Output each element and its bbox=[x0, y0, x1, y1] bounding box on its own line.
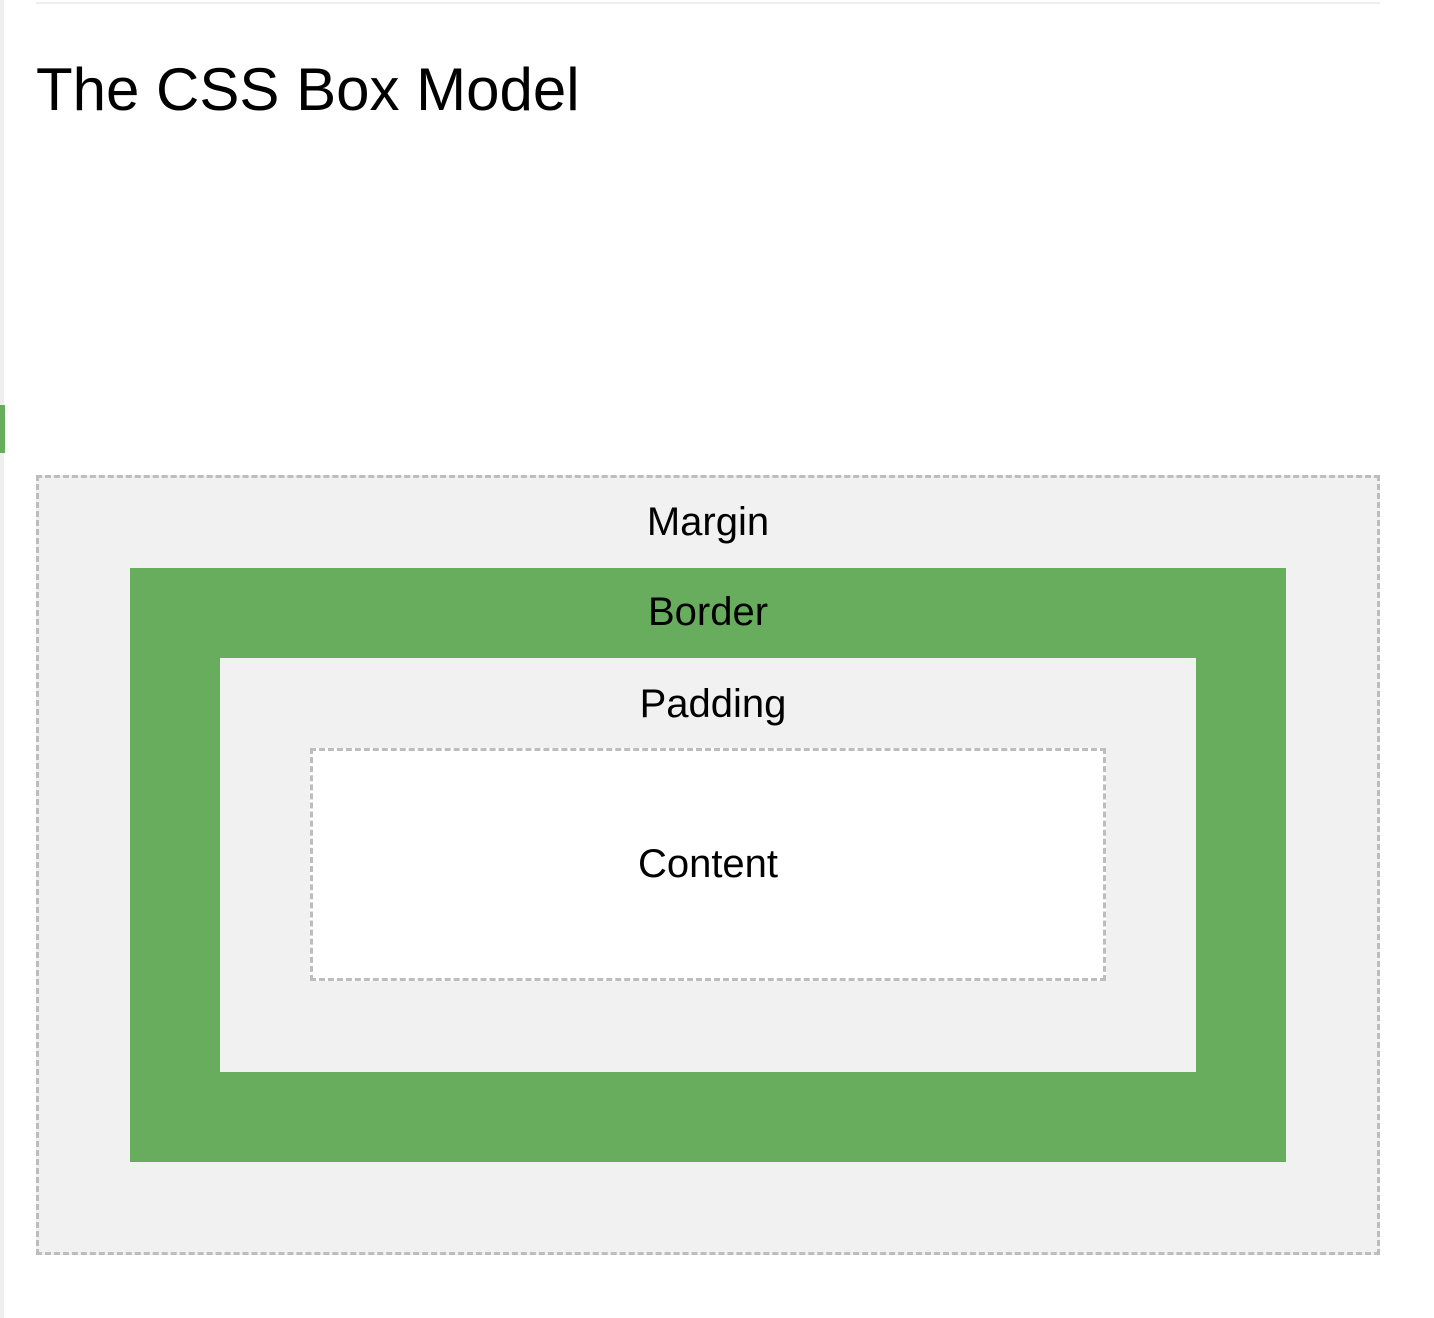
left-rule bbox=[0, 0, 4, 1318]
top-divider bbox=[36, 2, 1380, 4]
content-label: Content bbox=[637, 842, 779, 886]
border-label: Border bbox=[647, 590, 769, 634]
padding-label: Padding bbox=[639, 682, 787, 726]
margin-label: Margin bbox=[646, 500, 770, 544]
page-title: The CSS Box Model bbox=[36, 56, 580, 123]
content-box bbox=[310, 748, 1106, 981]
left-marker bbox=[0, 405, 5, 453]
